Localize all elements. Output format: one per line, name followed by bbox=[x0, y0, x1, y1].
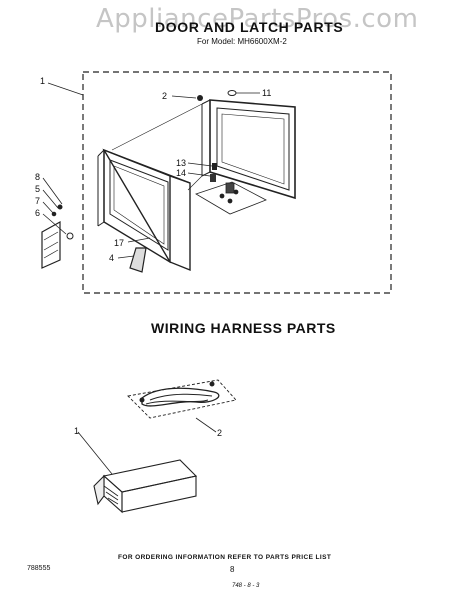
callout-14: 14 bbox=[176, 168, 187, 178]
ordering-note: FOR ORDERING INFORMATION REFER TO PARTS … bbox=[118, 554, 332, 561]
leader-8 bbox=[42, 177, 63, 205]
callout-1: 1 bbox=[40, 76, 46, 86]
wiring-section-title: WIRING HARNESS PARTS bbox=[151, 320, 336, 336]
wiring-callout-2: 2 bbox=[217, 428, 223, 438]
document-number: 788555 bbox=[27, 565, 51, 572]
callout-5: 5 bbox=[35, 184, 41, 194]
door-handle bbox=[129, 247, 147, 273]
callout-13: 13 bbox=[176, 158, 187, 168]
leader-1 bbox=[47, 82, 84, 96]
callout-6: 6 bbox=[35, 208, 41, 218]
harness-wires bbox=[141, 387, 220, 407]
page-number: 8 bbox=[230, 565, 235, 574]
leader-5 bbox=[42, 189, 59, 209]
part-11-clip bbox=[227, 90, 237, 96]
callout-4: 4 bbox=[109, 253, 115, 263]
part-2-screw bbox=[197, 95, 203, 101]
leader-package-1 bbox=[77, 431, 113, 475]
callout-7: 7 bbox=[35, 196, 41, 206]
harness-tray bbox=[127, 379, 237, 419]
leader-6 bbox=[42, 213, 67, 235]
leader-14 bbox=[187, 172, 211, 177]
parts-package bbox=[93, 459, 198, 514]
leader-13 bbox=[187, 162, 213, 167]
latch-plate bbox=[195, 181, 267, 215]
leader-2 bbox=[171, 95, 197, 99]
callout-2: 2 bbox=[162, 91, 168, 101]
leader-4 bbox=[117, 255, 135, 259]
assembly-guide-lines bbox=[111, 103, 203, 191]
callout-8: 8 bbox=[35, 172, 41, 182]
outer-door bbox=[97, 148, 191, 272]
door-assembly-box bbox=[82, 71, 392, 294]
part-13 bbox=[212, 163, 217, 170]
callout-17: 17 bbox=[114, 238, 125, 248]
publication-code: 748 - 8 - 3 bbox=[232, 583, 260, 589]
part-14 bbox=[210, 174, 216, 182]
watermark: AppliancePartsPros.com bbox=[96, 4, 419, 34]
leader-wiring-2 bbox=[195, 417, 217, 433]
left-latch-assembly bbox=[41, 204, 74, 269]
page-title: DOOR AND LATCH PARTS bbox=[155, 19, 344, 35]
model-subtitle: For Model: MH6600XM-2 bbox=[197, 37, 287, 46]
wiring-harness-diagram bbox=[127, 379, 237, 419]
callout-11: 11 bbox=[262, 88, 272, 98]
leader-7 bbox=[42, 201, 55, 215]
wiring-callout-1: 1 bbox=[74, 426, 80, 436]
inner-door-panel bbox=[201, 99, 296, 200]
leader-17 bbox=[127, 237, 151, 243]
